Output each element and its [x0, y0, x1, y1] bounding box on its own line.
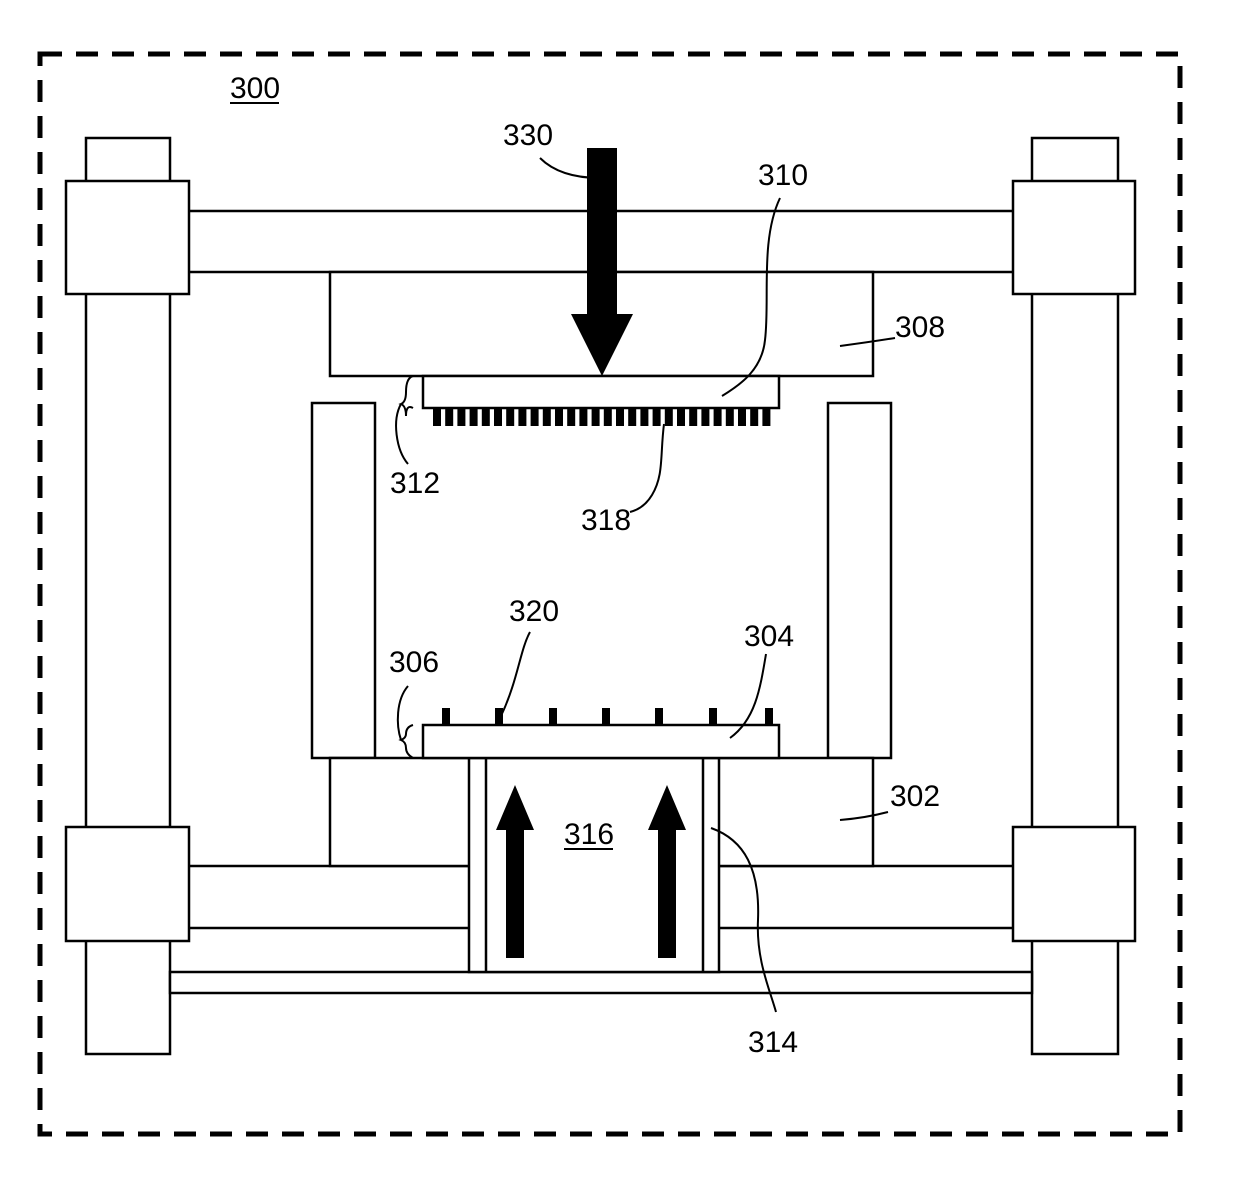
bottom-left-block [66, 827, 189, 941]
projection-tooth [701, 408, 709, 426]
projection-tooth [531, 408, 539, 426]
projection-tooth [518, 408, 526, 426]
projection-tooth [628, 408, 636, 426]
ref-label-308: 308 [895, 311, 945, 344]
leader-318 [630, 424, 664, 512]
projection-tooth [714, 408, 722, 426]
projection-tooth [445, 408, 453, 426]
ref-label-320: 320 [509, 595, 559, 628]
gap-bracket-312 [401, 376, 413, 416]
right-side-wall [828, 403, 891, 758]
post [495, 708, 503, 725]
projection-tooth [726, 408, 734, 426]
projection-tooth [555, 408, 563, 426]
post [549, 708, 557, 725]
ref-label-302: 302 [890, 780, 940, 813]
projection-tooth [579, 408, 587, 426]
ref-label-310: 310 [758, 159, 808, 192]
projection-tooth [750, 408, 758, 426]
ref-label-300: 300 [230, 72, 280, 105]
post [602, 708, 610, 725]
leader-320 [501, 632, 530, 716]
projection-tooth [640, 408, 648, 426]
top-left-block [66, 181, 189, 294]
ref-label-318: 318 [581, 504, 631, 537]
upper-die-310 [423, 376, 779, 408]
projection-tooth [592, 408, 600, 426]
projection-tooth [665, 408, 673, 426]
top-right-block [1013, 181, 1135, 294]
projection-tooth [616, 408, 624, 426]
projection-tooth [482, 408, 490, 426]
projection-tooth [433, 408, 441, 426]
left-side-wall [312, 403, 375, 758]
projection-tooth [604, 408, 612, 426]
projection-tooth [457, 408, 465, 426]
projection-tooth [689, 408, 697, 426]
projection-tooth [677, 408, 685, 426]
ref-label-306: 306 [389, 646, 439, 679]
projection-tooth [506, 408, 514, 426]
ref-label-314: 314 [748, 1026, 798, 1059]
base-rail [170, 972, 1032, 993]
projection-tooth [470, 408, 478, 426]
projection-tooth [653, 408, 661, 426]
post [442, 708, 450, 725]
lower-die-304 [423, 725, 779, 758]
projection-tooth [567, 408, 575, 426]
post [765, 708, 773, 725]
bottom-right-block [1013, 827, 1135, 941]
projection-tooth [543, 408, 551, 426]
projection-tooth [494, 408, 502, 426]
projections-318 [433, 408, 770, 426]
ref-label-316: 316 [564, 818, 614, 851]
ref-label-312: 312 [390, 467, 440, 500]
post [709, 708, 717, 725]
projection-tooth [738, 408, 746, 426]
gap-bracket-306 [401, 725, 413, 758]
ref-label-304: 304 [744, 620, 794, 653]
posts-320 [442, 708, 773, 725]
post [655, 708, 663, 725]
projection-tooth [762, 408, 770, 426]
ref-label-330: 330 [503, 119, 553, 152]
